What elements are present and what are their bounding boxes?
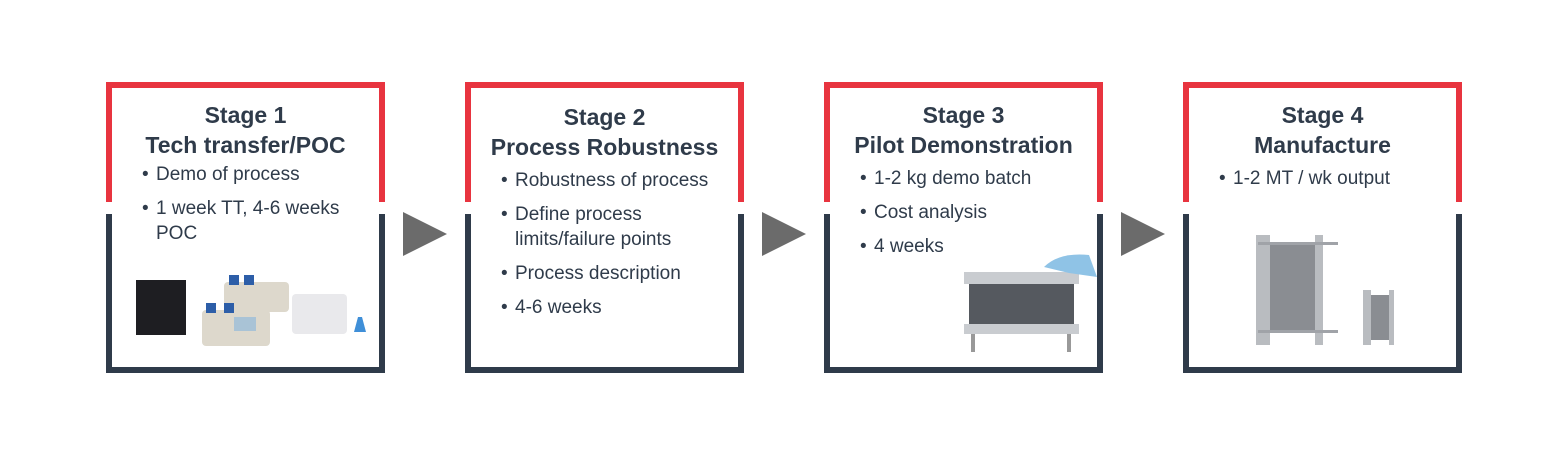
stage-subtitle: Tech transfer/POC bbox=[145, 132, 346, 158]
stage-bullet: 4-6 weeks bbox=[501, 295, 728, 320]
stage-bullet: 1-2 MT / wk output bbox=[1219, 166, 1446, 191]
stage-bullet: 1-2 kg demo batch bbox=[860, 166, 1087, 191]
heat-exchanger-image bbox=[1256, 235, 1394, 345]
stage-subtitle: Pilot Demonstration bbox=[854, 132, 1073, 158]
stage-bottom-border bbox=[465, 214, 744, 373]
stage-3-box: Stage 3 Pilot Demonstration 1-2 kg demo … bbox=[824, 82, 1103, 373]
stage-bottom-border bbox=[106, 214, 385, 373]
stage-bottom-border bbox=[1183, 214, 1462, 373]
stage-top-border bbox=[465, 82, 744, 202]
stage-2-box: Stage 2 Process Robustness Robustness of… bbox=[465, 82, 744, 373]
arrow-right-icon bbox=[1121, 212, 1165, 256]
stage-subtitle: Manufacture bbox=[1254, 132, 1391, 158]
stage-title: Stage 3 bbox=[922, 102, 1005, 128]
stage-top-border bbox=[1183, 82, 1462, 202]
stage-title: Stage 4 bbox=[1281, 102, 1364, 128]
stage-bullet: Define process limits/failure points bbox=[501, 202, 728, 252]
lab-equipment-image bbox=[136, 275, 366, 346]
stage-bullet: Robustness of process bbox=[501, 168, 728, 193]
stage-bottom-border bbox=[824, 214, 1103, 373]
arrow-right-icon bbox=[403, 212, 447, 256]
stage-bullet: Cost analysis bbox=[860, 200, 1087, 225]
stage-bullet: 4 weeks bbox=[860, 234, 1087, 259]
stage-subtitle: Process Robustness bbox=[490, 134, 719, 160]
stage-1-box: Stage 1 Tech transfer/POC Demo of proces… bbox=[106, 82, 385, 373]
arrow-right-icon bbox=[762, 212, 806, 256]
stage-title: Stage 2 bbox=[563, 104, 646, 130]
stage-title: Stage 1 bbox=[204, 102, 287, 128]
stage-4-box: Stage 4 Manufacture 1-2 MT / wk output bbox=[1183, 82, 1462, 373]
stage-bullet: Demo of process bbox=[142, 162, 369, 187]
pilot-reactor-image bbox=[964, 254, 1097, 352]
stage-bullet: 1 week TT, 4-6 weeks POC bbox=[142, 196, 369, 246]
stage-bullet: Process description bbox=[501, 261, 728, 286]
stage-top-border bbox=[824, 82, 1103, 202]
stage-top-border bbox=[106, 82, 385, 202]
